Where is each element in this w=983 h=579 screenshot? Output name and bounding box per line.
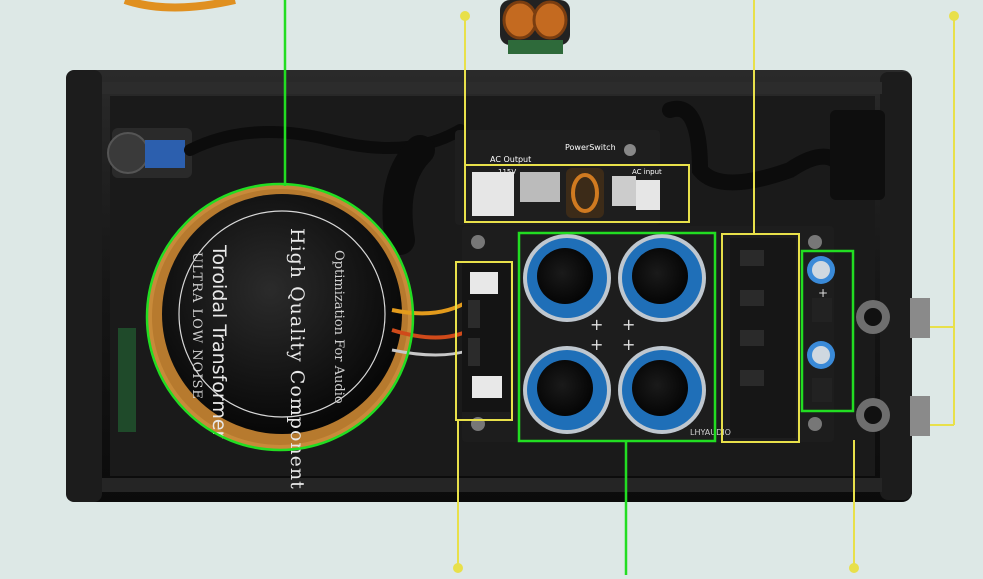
callout-dot <box>849 563 859 573</box>
ac-input-pcb: AC Output PowerSwitch 115V AC input <box>455 130 662 225</box>
callout-ring-transformer <box>145 182 415 452</box>
yellow-callouts <box>453 0 959 573</box>
transformer-text-optimization: Optimization For Audio <box>331 250 346 404</box>
callout-box-rectifier <box>455 261 513 421</box>
green-callouts <box>145 0 855 575</box>
side-led-board <box>118 328 136 432</box>
transformer-text-toroidal: Toroidal Transformer <box>208 244 230 439</box>
plus-mark: + <box>590 315 603 334</box>
capacitor <box>523 234 611 322</box>
capacitor <box>618 346 706 434</box>
rear-panel-connectors <box>830 110 930 436</box>
callout-dot <box>453 563 463 573</box>
callout-box-ac-input <box>464 164 690 223</box>
filter-capacitors <box>523 234 706 434</box>
toroidal-transformer: Optimization For Audio High Quality Comp… <box>147 184 472 490</box>
output-capacitors <box>807 256 835 402</box>
transformer-text-low-noise: ULTRA LOW NOISE <box>189 252 204 400</box>
plus-mark: + <box>590 335 603 354</box>
pcb-label-power-switch: PowerSwitch <box>565 143 616 152</box>
pcb-label-ac-output: AC Output <box>490 155 531 164</box>
callout-box-capacitors <box>517 231 717 443</box>
capacitor <box>523 346 611 434</box>
plus-mark: + <box>818 286 828 300</box>
plus-mark: + <box>622 335 635 354</box>
callout-box-regulators <box>721 233 800 443</box>
pcb-brand: LHYAUDIO <box>690 428 731 437</box>
pcb-label-ac-input: AC input <box>632 168 662 176</box>
plus-mark: + <box>622 315 635 334</box>
transformer-text-quality: High Quality Component <box>286 228 308 490</box>
top-choke-inductor <box>123 0 570 54</box>
internal-wiring <box>184 100 843 255</box>
callout-box-output-caps <box>800 249 855 413</box>
fuse-holder <box>107 128 192 178</box>
capacitor <box>618 234 706 322</box>
